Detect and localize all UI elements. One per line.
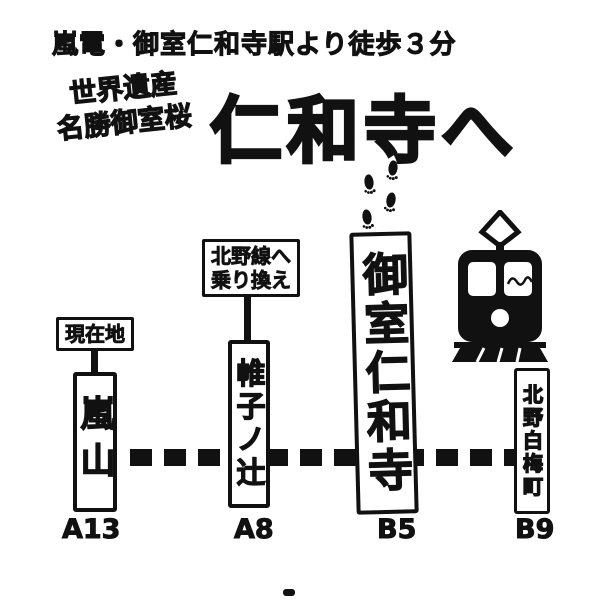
- station-sign-omuro-ninnaji: 御室仁和寺: [349, 231, 419, 515]
- tram-icon: [452, 210, 548, 362]
- header-walk-note: 嵐電・御室仁和寺駅より徒歩３分: [51, 30, 457, 61]
- station-code-a13: A13: [61, 514, 121, 546]
- sign-pole: [244, 294, 251, 346]
- transfer-label-line1: 北野線へ: [211, 244, 292, 269]
- station-sign-arashiyama: 嵐山: [73, 372, 117, 512]
- station-sign-kitano-hakubaicho: 北野白梅町: [514, 368, 550, 514]
- scan-artifact: [283, 589, 295, 596]
- station-code-a8: A8: [234, 514, 275, 546]
- rail-line: [130, 449, 520, 466]
- station-sign-katabiranotsuji: 帷子ノ辻: [228, 340, 270, 508]
- main-title: 仁和寺へ: [208, 88, 519, 175]
- current-location-label: 現在地: [56, 317, 134, 351]
- station-code-b5: B5: [376, 514, 417, 546]
- transfer-label: 北野線へ 乗り換え: [202, 239, 300, 297]
- transfer-label-line2: 乗り換え: [211, 268, 292, 293]
- station-code-b9: B9: [514, 514, 555, 546]
- subtitle-block: 世界遺産 名勝御室桜: [52, 66, 194, 147]
- footprints-icon: [360, 159, 400, 230]
- sign-pole: [91, 346, 98, 378]
